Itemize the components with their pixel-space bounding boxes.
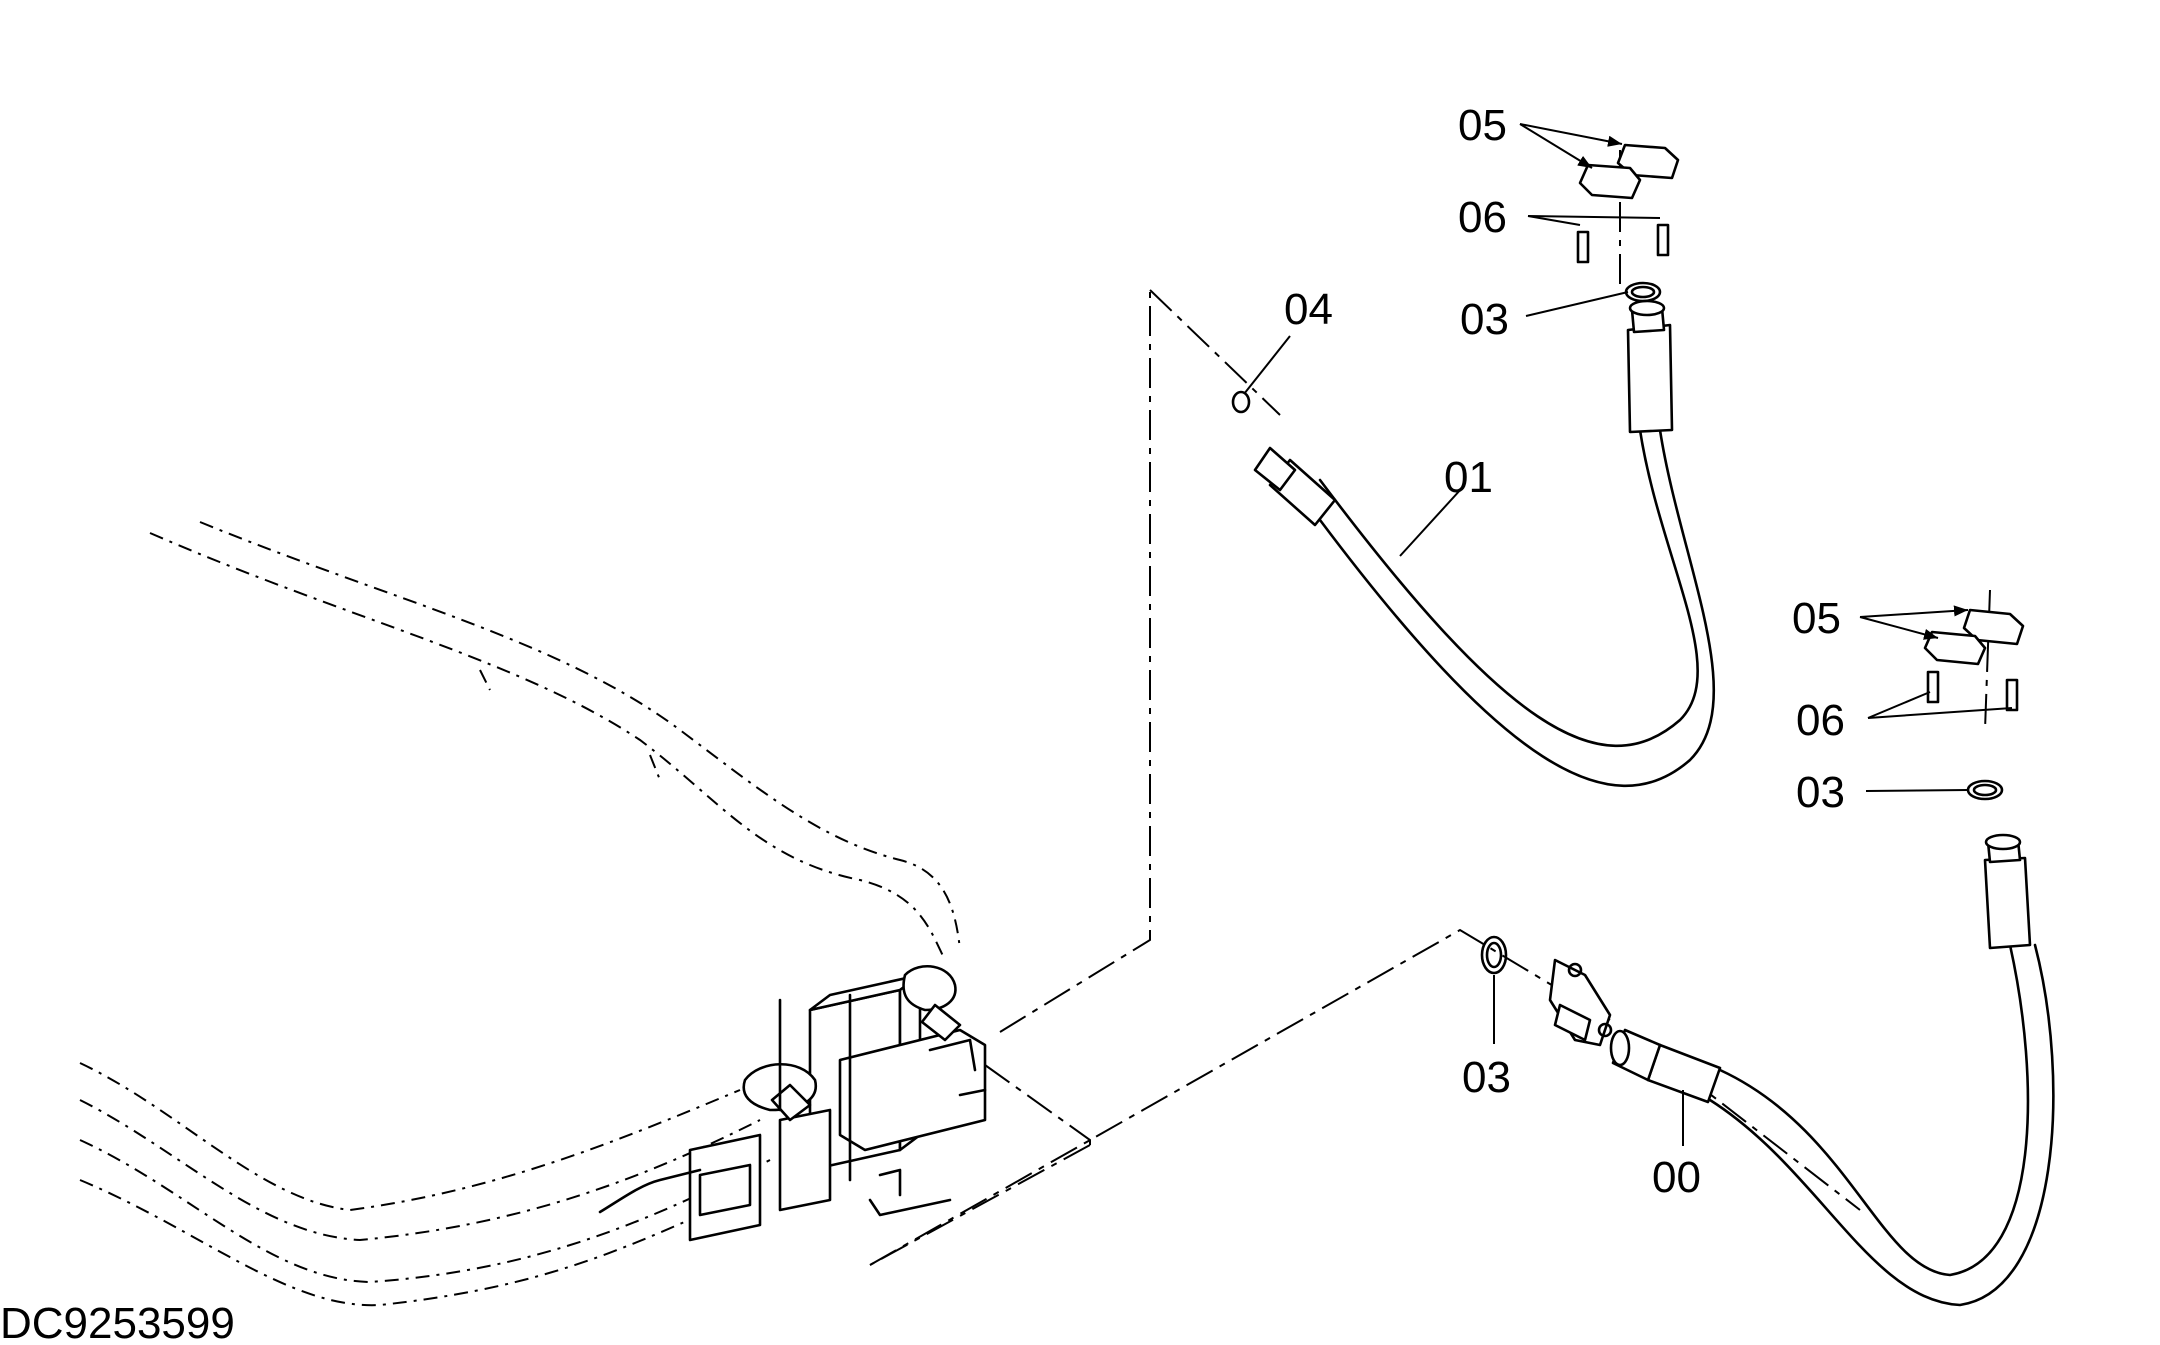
callout-03-right: 03 [1796,768,1845,817]
callout-01: 01 [1444,453,1493,502]
callout-05-upper: 05 [1458,101,1507,150]
clamp-halves-05 [1578,143,2025,666]
bolts-06 [1576,223,2019,712]
callout-04: 04 [1284,285,1333,334]
hose-assembly-01 [1253,299,1716,788]
existing-hydraulic-lines-phantom [79,521,961,1307]
o-ring-04 [1231,390,1251,414]
leader-lines [1243,123,2013,1146]
hose-assembly-00 [1609,833,2055,1307]
callout-06-upper: 06 [1458,193,1507,242]
callout-05-lower: 05 [1792,594,1841,643]
callout-00: 00 [1652,1153,1701,1202]
drawing-code: DC9253599 [0,1299,235,1345]
o-rings-03 [1480,281,2004,975]
split-flange-fitting [1548,958,1613,1047]
callout-labels: 05 06 03 04 01 05 06 03 03 00 [1284,101,1845,1202]
valve-block-assembly [598,965,987,1242]
callout-06-lower: 06 [1796,696,1845,745]
callout-03-lower: 03 [1462,1053,1511,1102]
callout-03-upper: 03 [1460,295,1509,344]
